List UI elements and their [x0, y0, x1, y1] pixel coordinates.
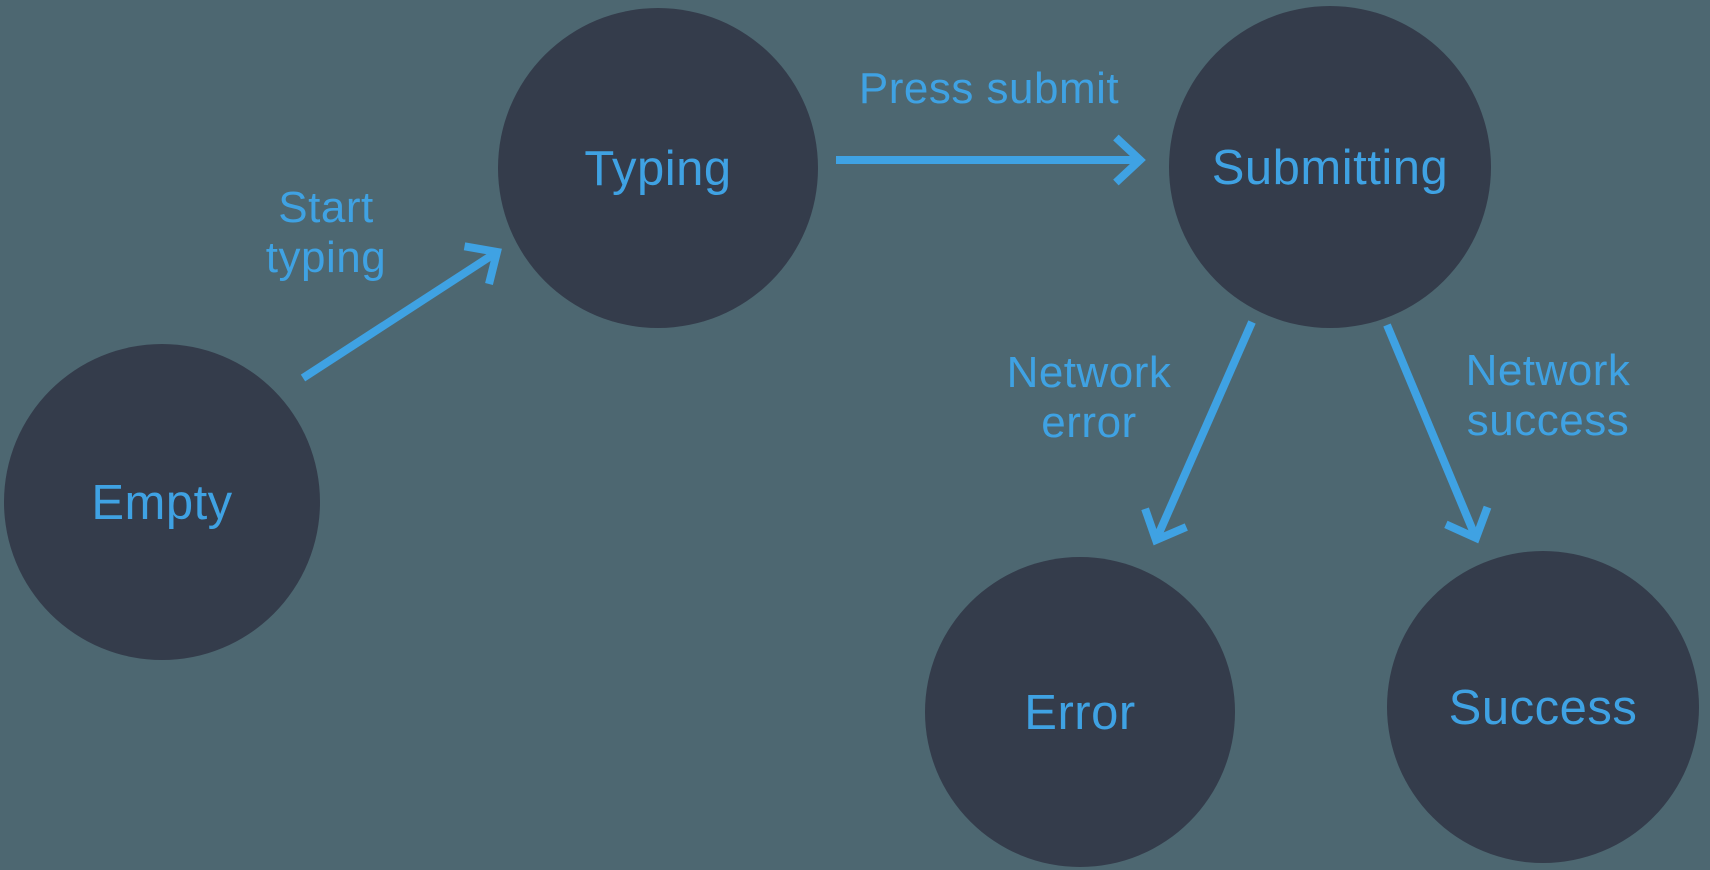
state-node-empty: [4, 344, 320, 660]
arrowhead-icon-network-error: [1141, 507, 1188, 546]
state-label-success: Success: [1449, 681, 1638, 735]
transition-label-start-typing: typing: [266, 233, 386, 282]
transition-label-network-success: success: [1467, 396, 1629, 445]
arrowhead-icon-start-typing: [463, 242, 502, 285]
state-node-submitting: [1169, 6, 1491, 328]
transition-label-network-success: Network: [1466, 346, 1631, 395]
transition-arrow-network-success: [1383, 323, 1480, 540]
state-label-error: Error: [1024, 686, 1135, 740]
state-label-empty: Empty: [91, 476, 232, 530]
transition-arrow-start-typing: [300, 248, 500, 382]
transition-arrow-network-error: [1152, 320, 1256, 542]
state-label-typing: Typing: [584, 142, 731, 196]
arrowhead-icon-press-submit: [1113, 134, 1146, 186]
transition-label-network-error: error: [1041, 398, 1136, 447]
arrowhead-icon-network-success: [1444, 505, 1492, 544]
transition-label-press-submit: Press submit: [859, 64, 1119, 113]
transition-label-network-error: Network: [1007, 348, 1172, 397]
state-node-typing: [498, 8, 818, 328]
transition-label-start-typing: Start: [278, 183, 373, 232]
state-node-error: [925, 557, 1235, 867]
state-label-submitting: Submitting: [1212, 141, 1449, 195]
state-node-success: [1387, 551, 1699, 863]
